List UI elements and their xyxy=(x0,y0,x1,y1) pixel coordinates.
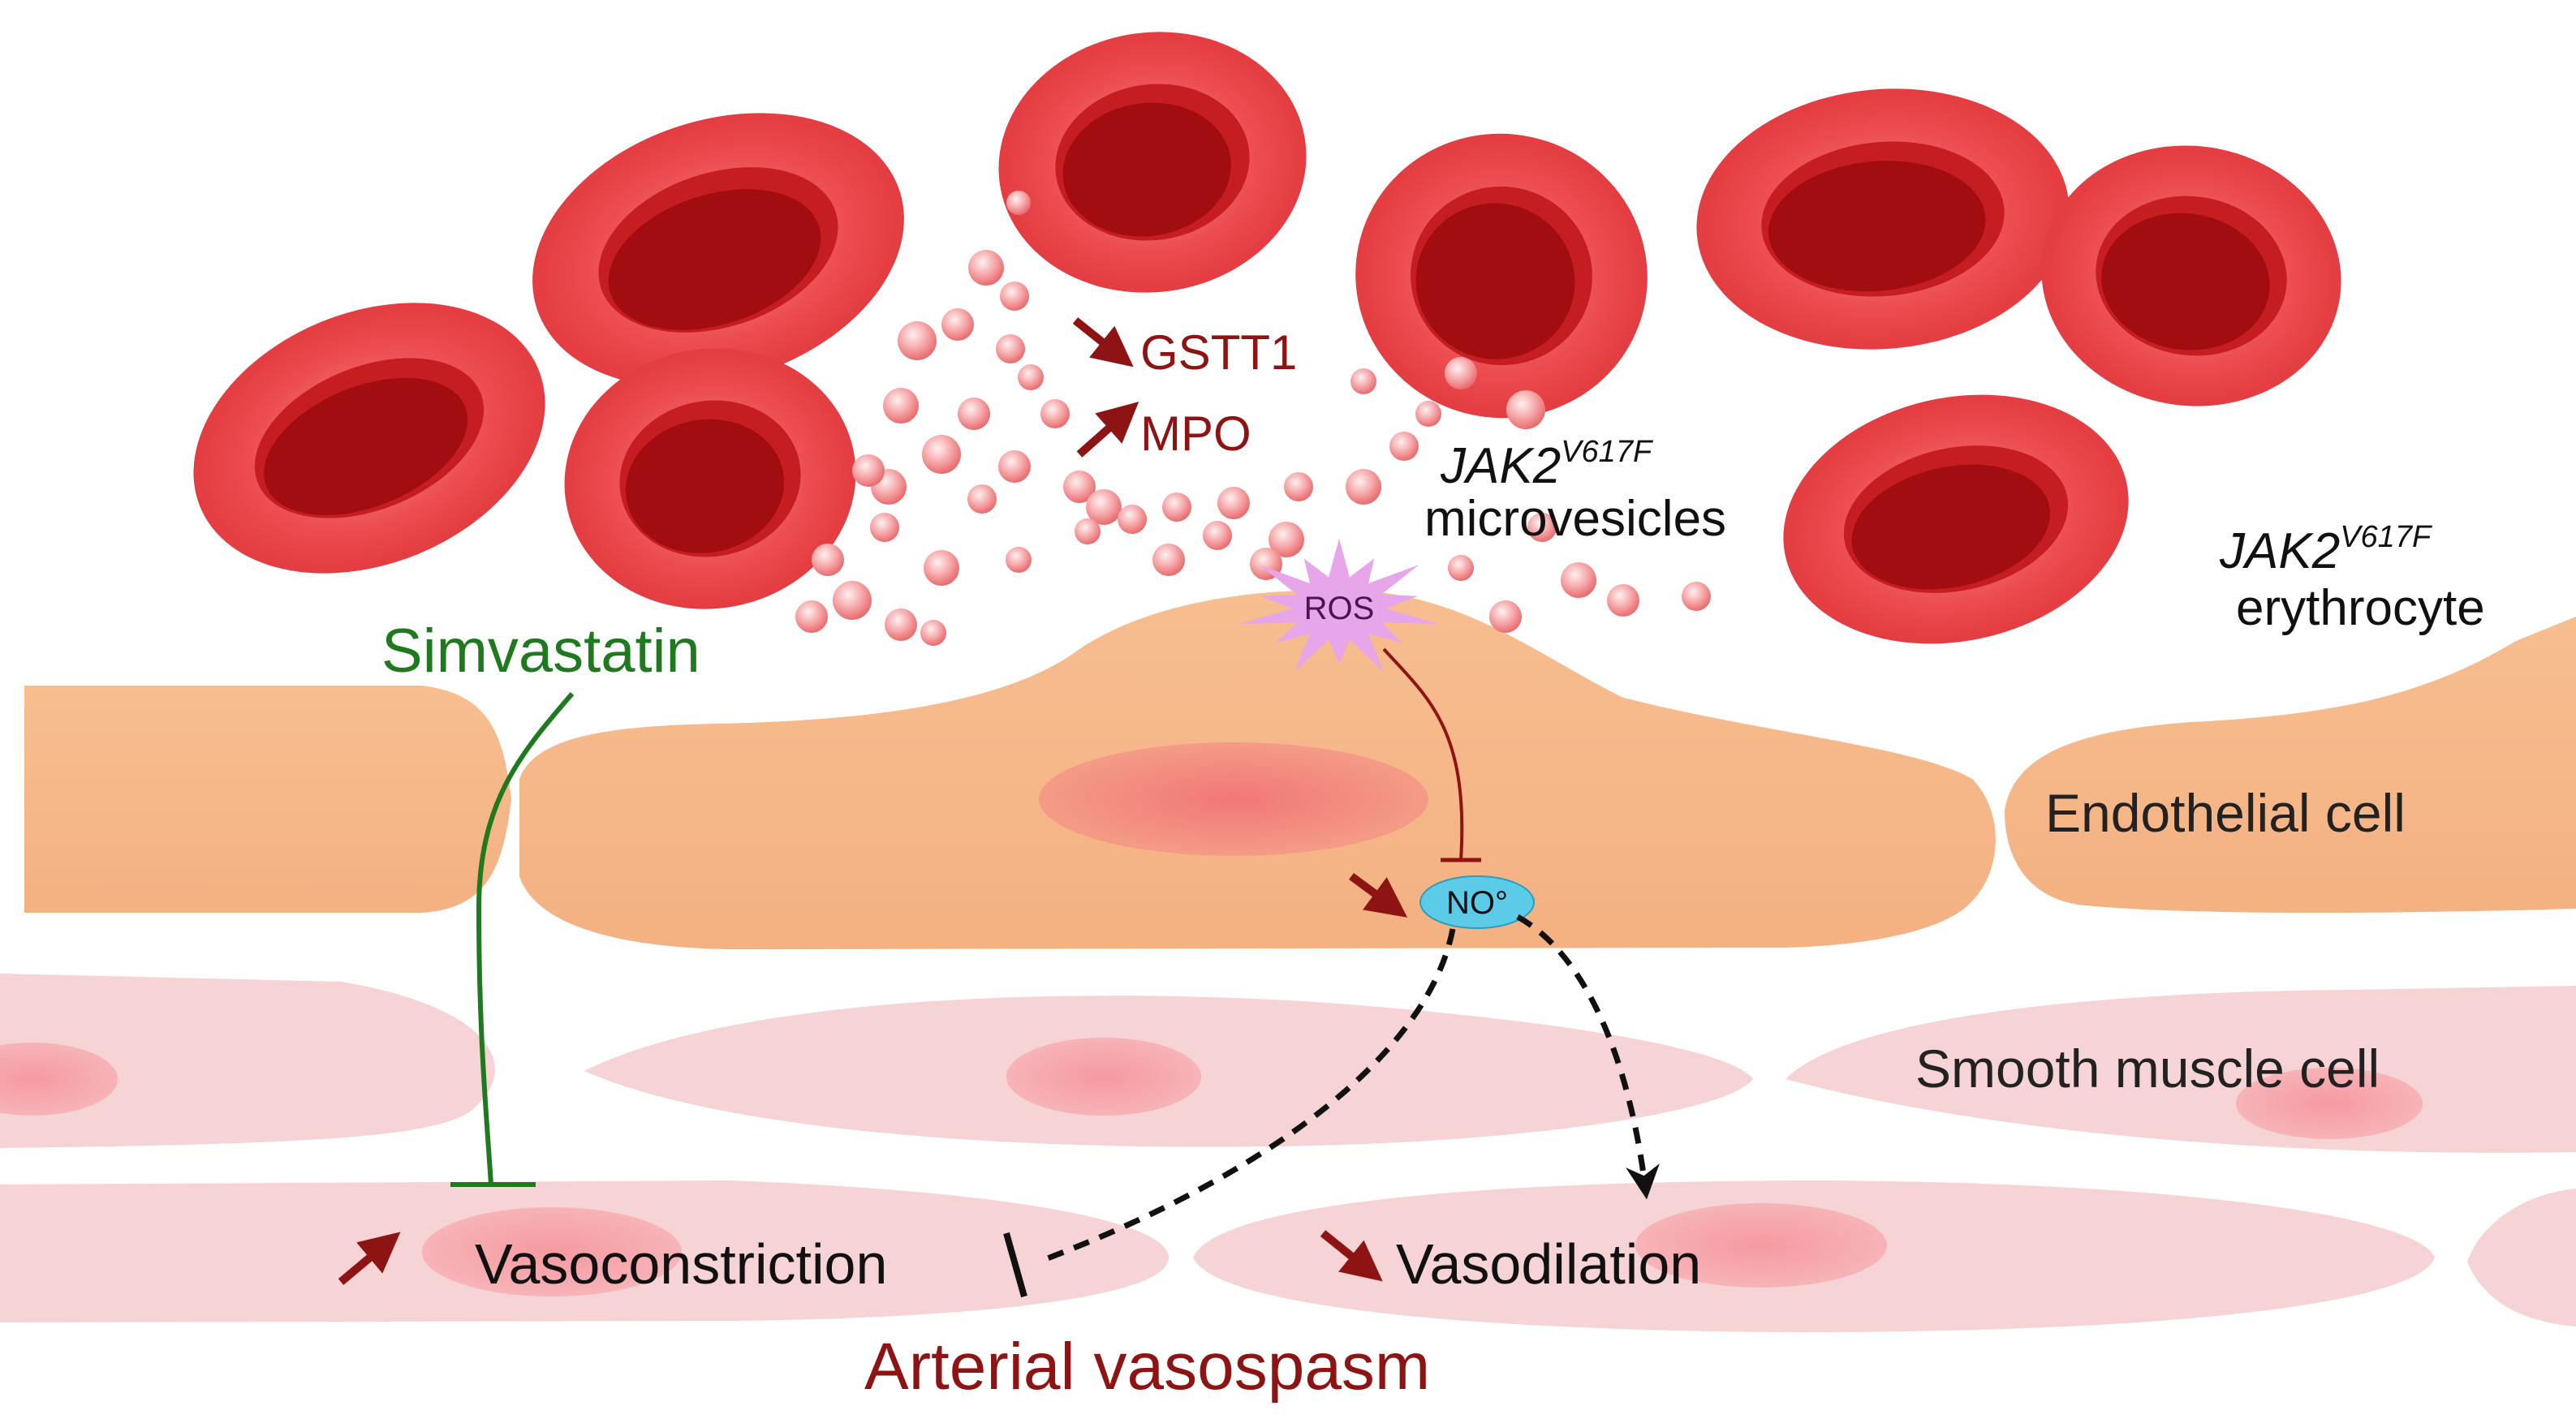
microvesicle-dot xyxy=(1063,471,1096,503)
microvesicle-dot xyxy=(1203,521,1232,550)
smooth-muscle-nucleus xyxy=(1006,1038,1201,1116)
mpo-label: MPO xyxy=(1140,406,1251,461)
smooth-muscle-nucleus xyxy=(0,1043,118,1116)
microvesicle-dot xyxy=(1006,191,1031,215)
microvesicle-dot xyxy=(967,484,997,514)
endothelial-cell xyxy=(2005,617,2576,913)
no-to-vasodilation-arrow xyxy=(1516,914,1660,1200)
microvesicle-dot xyxy=(1682,582,1711,611)
jak2-gene: JAK2 xyxy=(1440,438,1561,494)
rbc xyxy=(998,32,1307,293)
rbc xyxy=(1355,133,1648,419)
endothelial-cell xyxy=(24,686,511,913)
arterial-vasospasm-label: Arterial vasospasm xyxy=(864,1330,1430,1404)
microvesicle-dot xyxy=(1415,401,1441,427)
microvesicle-dot xyxy=(1018,364,1044,390)
endothelial-cell-label: Endothelial cell xyxy=(2045,783,2406,843)
microvesicle-dot xyxy=(833,581,872,620)
decrease-arrow-no xyxy=(1349,872,1408,918)
microvesicle-dot xyxy=(1607,584,1639,617)
ros-star-shape xyxy=(1239,538,1439,672)
jak2-erythrocyte-label: JAK2V617F xyxy=(2219,520,2432,579)
microvesicle-dot xyxy=(1006,547,1032,573)
microvesicle-dot xyxy=(1269,522,1304,557)
microvesicle-dot xyxy=(1561,562,1596,598)
microvesicle-dot xyxy=(795,600,828,633)
microvesicle-dot xyxy=(1350,368,1376,394)
microvesicle-dot xyxy=(1086,489,1122,525)
erythrocytes xyxy=(193,32,2341,644)
microvesicles xyxy=(795,191,1711,646)
ros-label: ROS xyxy=(1304,591,1375,626)
rbc xyxy=(1696,88,2070,350)
microvesicle-dot xyxy=(1162,492,1191,522)
microvesicle-dot xyxy=(1217,487,1250,519)
rbc xyxy=(564,348,856,609)
jak2-gene: JAK2 xyxy=(2219,523,2340,579)
increase-arrow-mpo xyxy=(1076,402,1139,458)
no-label: NO° xyxy=(1446,885,1508,921)
no-to-vasoconstriction-inhibition xyxy=(1037,928,1456,1265)
endothelial-nucleus xyxy=(1039,742,1428,856)
microvesicle-dot xyxy=(922,435,961,474)
microvesicle-dot xyxy=(1346,469,1381,505)
vasoconstriction-label: Vasoconstriction xyxy=(475,1232,887,1296)
microvesicle-dot xyxy=(968,250,1004,286)
jak2-microvesicles-label: JAK2V617F xyxy=(1440,435,1653,494)
microvesicle-dot xyxy=(883,388,919,424)
rbc xyxy=(193,303,545,574)
decrease-arrow-gstt1 xyxy=(1072,317,1134,368)
microvesicle-dot xyxy=(998,450,1031,483)
smooth-muscle-nucleus xyxy=(2236,1068,2423,1139)
endothelial-layer xyxy=(24,590,2576,949)
microvesicle-dot xyxy=(996,334,1025,363)
vasoconstriction-inhibition-bar xyxy=(1003,1232,1027,1298)
microvesicle-dot xyxy=(812,544,844,576)
ros-inhibition-line xyxy=(1382,647,1464,861)
decrease-arrow-vasodilation xyxy=(1320,1230,1383,1282)
microvesicle-dot xyxy=(1118,505,1147,534)
smooth-muscle-cell-label: Smooth muscle cell xyxy=(1915,1038,2380,1099)
simvastatin-label: Simvastatin xyxy=(381,617,700,686)
simvastatin-inhibition-line xyxy=(476,692,575,1185)
smooth-muscle-cell xyxy=(0,974,495,1148)
jak2-superscript: V617F xyxy=(1561,435,1653,469)
microvesicle-dot xyxy=(870,513,899,542)
microvesicle-dot xyxy=(1445,357,1477,389)
smooth-muscle-nucleus xyxy=(422,1207,682,1296)
microvesicle-dot xyxy=(898,321,937,360)
smooth-muscle-nucleus xyxy=(1635,1203,1887,1288)
rbc xyxy=(532,113,904,387)
microvesicle-dot xyxy=(1506,390,1545,429)
microvesicle-dot xyxy=(1284,472,1313,501)
smooth-muscle-layer xyxy=(0,974,2576,1332)
microvesicle-dot xyxy=(1527,513,1557,542)
microvesicles-label: microvesicles xyxy=(1424,491,1726,547)
microvesicle-dot xyxy=(1152,544,1185,576)
increase-arrow-vasoconstriction xyxy=(338,1232,401,1285)
ros-burst: ROS xyxy=(1239,538,1439,672)
microvesicle-dot xyxy=(1040,399,1070,428)
microvesicle-dot xyxy=(852,454,885,487)
smooth-muscle-cell xyxy=(2467,1189,2576,1327)
microvesicle-dot xyxy=(1000,282,1029,311)
microvesicle-dot xyxy=(1389,432,1419,461)
microvesicle-dot xyxy=(1489,600,1522,633)
microvesicle-dot xyxy=(1448,555,1474,581)
microvesicle-dot xyxy=(941,308,974,341)
vasodilation-label: Vasodilation xyxy=(1396,1232,1701,1296)
microvesicle-dot xyxy=(958,398,990,430)
jak2-superscript: V617F xyxy=(2340,520,2432,554)
microvesicle-dot xyxy=(1075,518,1101,544)
gstt1-label: GSTT1 xyxy=(1140,325,1297,380)
microvesicle-dot xyxy=(920,620,946,646)
rbc xyxy=(1783,394,2129,644)
microvesicle-dot xyxy=(924,550,959,586)
rbc xyxy=(2041,145,2341,406)
erythrocyte-label: erythrocyte xyxy=(2236,580,2485,636)
microvesicle-dot xyxy=(885,608,917,641)
no-oval xyxy=(1419,875,1535,929)
